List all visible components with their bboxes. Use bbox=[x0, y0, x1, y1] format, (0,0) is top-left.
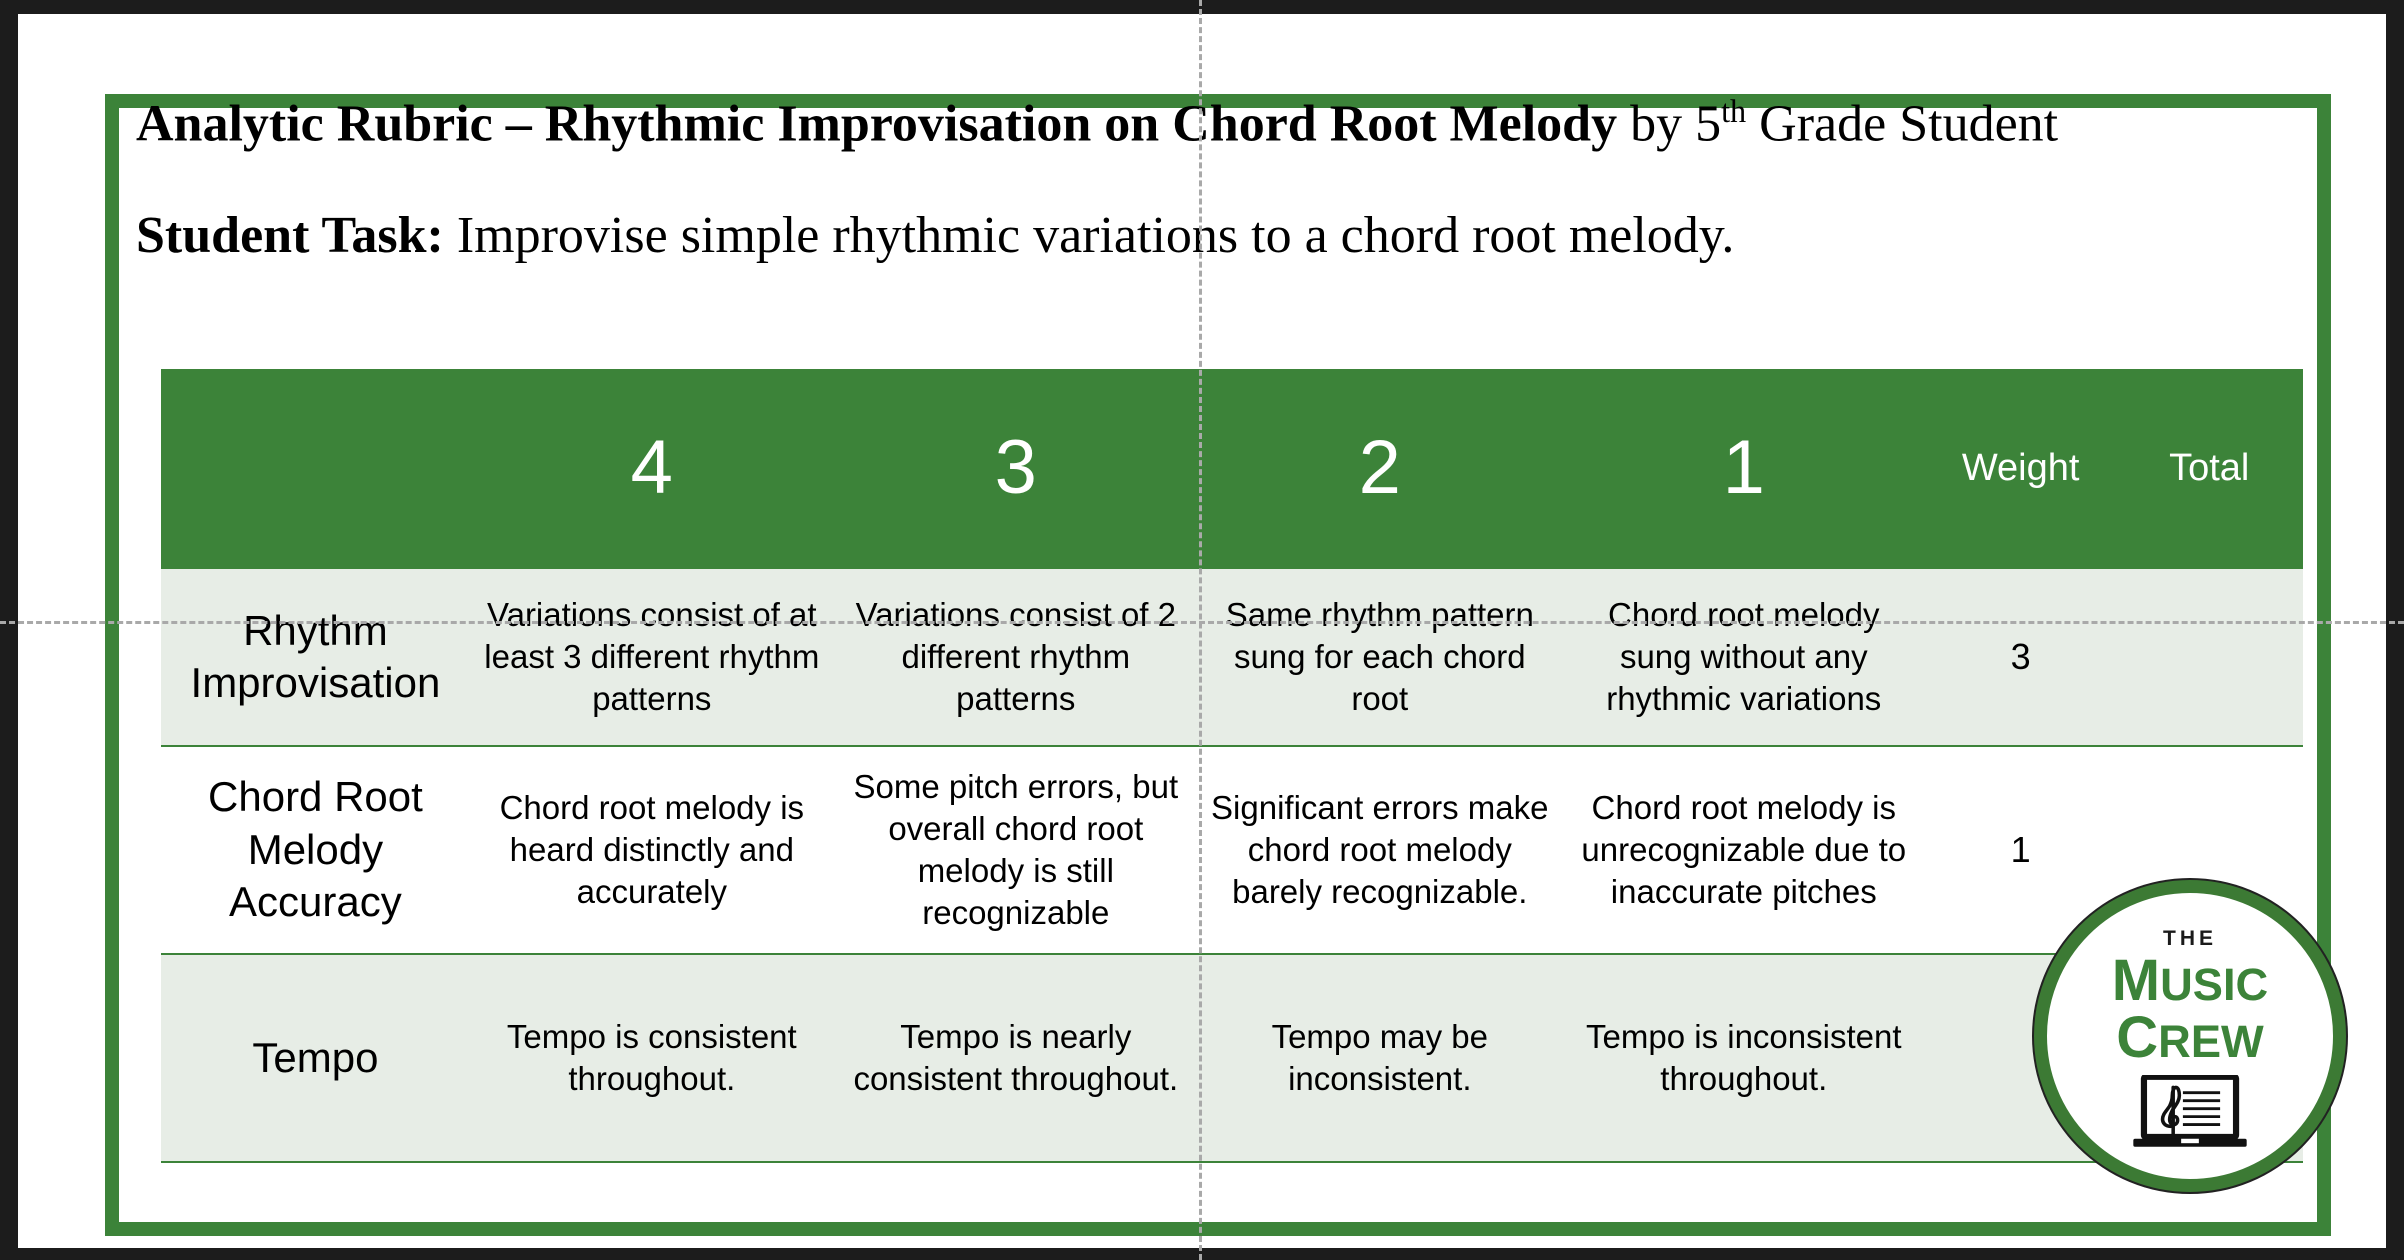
cell-rhythm-level-1: Chord root melody sung without any rhyth… bbox=[1561, 567, 1926, 747]
laptop-music-icon bbox=[2133, 1075, 2247, 1147]
student-task-text: Improvise simple rhythmic variations to … bbox=[443, 206, 1735, 264]
cell-tempo-level-1: Tempo is inconsistent throughout. bbox=[1561, 953, 1926, 1163]
logo-crew-text: CREW bbox=[2116, 1008, 2264, 1067]
criteria-label-rhythm: Rhythm Improvisation bbox=[161, 567, 470, 747]
logo-music-rest: USIC bbox=[2160, 958, 2269, 1010]
logo-music-capital: M bbox=[2111, 947, 2161, 1013]
cell-rhythm-level-3: Variations consist of 2 different rhythm… bbox=[833, 567, 1198, 747]
cell-tempo-level-4: Tempo is consistent throughout. bbox=[469, 953, 834, 1163]
page-title-byline-pre: by 5 bbox=[1617, 95, 1722, 153]
criteria-label-accuracy: Chord Root Melody Accuracy bbox=[161, 745, 470, 955]
table-row: Tempo Tempo is consistent throughout. Te… bbox=[161, 953, 2303, 1163]
cell-accuracy-level-1: Chord root melody is unrecognizable due … bbox=[1561, 745, 1926, 955]
header-criteria bbox=[161, 369, 470, 568]
music-crew-logo: THE MUSIC CREW bbox=[2034, 880, 2346, 1192]
cell-rhythm-weight: 3 bbox=[1925, 567, 2116, 747]
page-title: Analytic Rubric – Rhythmic Improvisation… bbox=[136, 92, 2296, 155]
student-task-label: Student Task: bbox=[136, 206, 444, 264]
cell-accuracy-level-2: Significant errors make chord root melod… bbox=[1197, 745, 1562, 955]
cell-rhythm-level-2: Same rhythm pattern sung for each chord … bbox=[1197, 567, 1562, 747]
page-title-byline-superscript: th bbox=[1721, 93, 1747, 129]
logo-music-text: MUSIC bbox=[2112, 951, 2269, 1010]
criteria-label-tempo: Tempo bbox=[161, 953, 470, 1163]
logo-the-text: THE bbox=[2163, 926, 2217, 950]
header-level-1: 1 bbox=[1561, 369, 1926, 568]
rubric-table: 4 3 2 1 Weight Total Rhythm Improvisatio… bbox=[161, 369, 2303, 1163]
student-task-line: Student Task: Improvise simple rhythmic … bbox=[136, 205, 2296, 266]
cell-rhythm-total[interactable] bbox=[2115, 567, 2303, 747]
cell-accuracy-weight: 1 bbox=[1925, 745, 2116, 955]
cell-accuracy-level-3: Some pitch errors, but overall chord roo… bbox=[833, 745, 1198, 955]
header-weight: Weight bbox=[1925, 369, 2116, 568]
cell-tempo-level-2: Tempo may be inconsistent. bbox=[1197, 953, 1562, 1163]
cell-rhythm-level-4: Variations consist of at least 3 differe… bbox=[469, 567, 834, 747]
logo-crew-rest: REW bbox=[2158, 1015, 2264, 1067]
page-title-byline-post: Grade Student bbox=[1746, 95, 2059, 153]
header-total: Total bbox=[2115, 369, 2303, 568]
logo-crew-capital: C bbox=[2116, 1004, 2159, 1070]
cell-accuracy-level-4: Chord root melody is heard distinctly an… bbox=[469, 745, 834, 955]
slide-canvas: Analytic Rubric – Rhythmic Improvisation… bbox=[18, 14, 2386, 1248]
table-row: Rhythm Improvisation Variations consist … bbox=[161, 567, 2303, 747]
rubric-header-row: 4 3 2 1 Weight Total bbox=[161, 369, 2303, 568]
cell-tempo-level-3: Tempo is nearly consistent throughout. bbox=[833, 953, 1198, 1163]
header-level-3: 3 bbox=[833, 369, 1198, 568]
decorative-green-border bbox=[105, 94, 2331, 1236]
header-level-4: 4 bbox=[469, 369, 834, 568]
table-row: Chord Root Melody Accuracy Chord root me… bbox=[161, 745, 2303, 955]
decorative-inner-white-rule bbox=[119, 108, 2317, 1222]
header-level-2: 2 bbox=[1197, 369, 1562, 568]
title-block: Analytic Rubric – Rhythmic Improvisation… bbox=[136, 92, 2296, 266]
page-title-main: Analytic Rubric – Rhythmic Improvisation… bbox=[136, 95, 1618, 153]
